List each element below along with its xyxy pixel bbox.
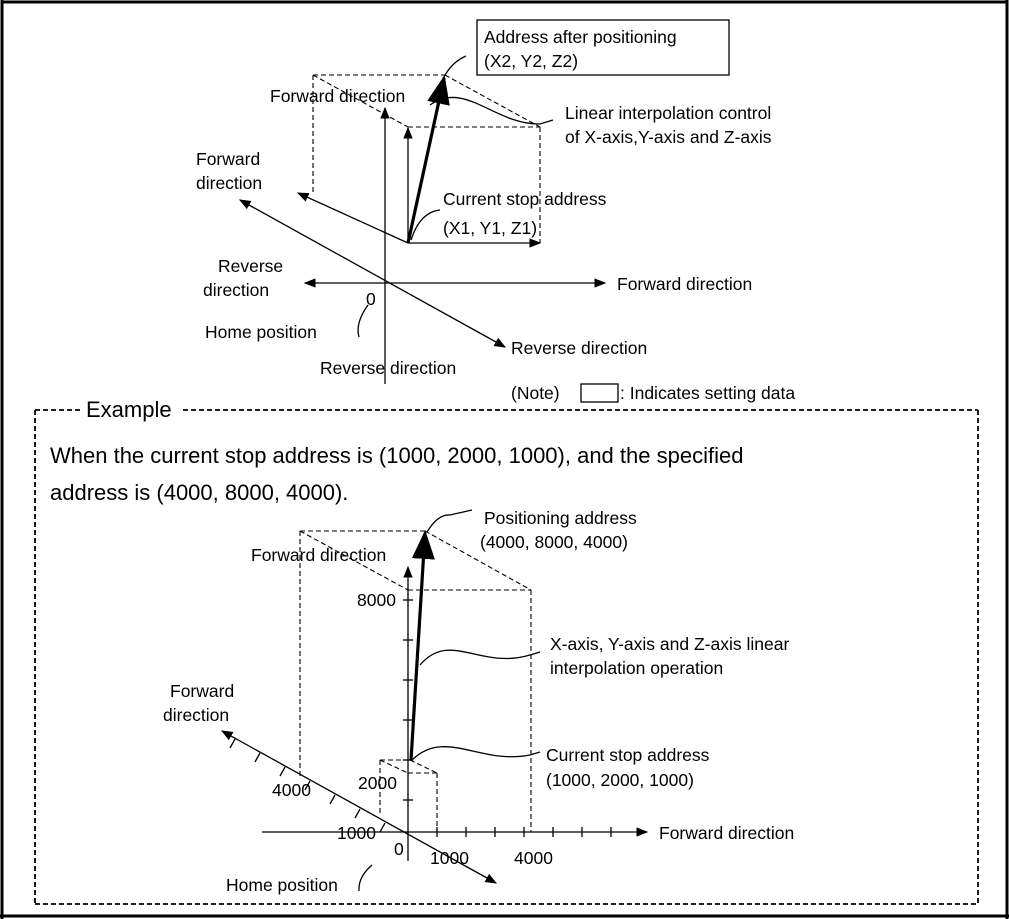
example-y-ticks <box>403 599 413 801</box>
note-suffix: : Indicates setting data <box>620 383 795 403</box>
upper-reverse-diag-label: Reverse direction <box>511 338 647 358</box>
example-dashed-box <box>299 530 532 832</box>
upper-home-position-label: Home position <box>205 322 317 342</box>
example-interp-label: X-axis, Y-axis and Z-axis linear <box>550 634 789 654</box>
upper-setting-box <box>476 19 730 76</box>
upper-reverse-left-label-2: direction <box>203 280 269 300</box>
upper-diagram: Address after positioning (X2, Y2, Z2) F… <box>196 19 795 403</box>
example-home-position-label: Home position <box>226 875 338 895</box>
upper-forward-left-label: Forward <box>196 149 260 169</box>
example-text-line-1: When the current stop address is (1000, … <box>50 443 743 468</box>
example-origin-zero: 0 <box>394 839 404 859</box>
example-forward-right-label: Forward direction <box>659 823 794 843</box>
example-forward-top-label: Forward direction <box>251 545 386 565</box>
upper-current-stop-label: Current stop address <box>443 189 607 209</box>
upper-origin-zero: 0 <box>366 289 376 309</box>
example-positioning-coords: (4000, 8000, 4000) <box>480 532 628 552</box>
example-interp-label-2: interpolation operation <box>550 658 723 678</box>
upper-z-axis <box>238 199 507 348</box>
example-tick-4000-left: 4000 <box>272 780 311 800</box>
example-tick-2000: 2000 <box>358 773 397 793</box>
example-current-stop-label: Current stop address <box>546 745 710 765</box>
example-current-stop-coords: (1000, 2000, 1000) <box>546 770 694 790</box>
upper-reverse-left-label: Reverse <box>218 256 283 276</box>
example-positioning-label: Positioning address <box>484 508 637 528</box>
example-forward-left-label: Forward <box>170 681 234 701</box>
upper-forward-right-label: Forward direction <box>617 274 752 294</box>
example-tick-1000-left: 1000 <box>337 823 376 843</box>
upper-forward-top-label: Forward direction <box>270 86 405 106</box>
example-z-ticks <box>229 738 386 833</box>
example-legend: Example <box>86 397 172 422</box>
upper-dashed-box <box>312 74 541 243</box>
example-tick-4000-right: 4000 <box>514 848 553 868</box>
upper-interpolation-arrow <box>406 75 450 244</box>
example-interpolation-arrow <box>409 530 435 761</box>
note-setting-box-sample <box>580 383 619 403</box>
example-text-line-2: address is (4000, 8000, 4000). <box>50 480 348 505</box>
example-z-axis <box>220 730 498 884</box>
upper-current-stop-coords: (X1, Y1, Z1) <box>443 218 537 238</box>
example-section: Example When the current stop address is… <box>34 397 979 905</box>
example-tick-1000-right: 1000 <box>430 848 469 868</box>
example-tick-8000: 8000 <box>357 590 396 610</box>
upper-address-after-label: Address after positioning <box>484 27 677 47</box>
example-forward-left-label-2: direction <box>163 705 229 725</box>
example-x-ticks <box>436 827 612 837</box>
upper-linear-interp-label: Linear interpolation control <box>565 103 771 123</box>
upper-linear-interp-label-2: of X-axis,Y-axis and Z-axis <box>565 127 772 147</box>
upper-forward-left-label-2: direction <box>196 173 262 193</box>
note-prefix: (Note) <box>511 383 560 403</box>
upper-address-after-coords: (X2, Y2, Z2) <box>484 51 578 71</box>
upper-reverse-bottom-label: Reverse direction <box>320 358 456 378</box>
